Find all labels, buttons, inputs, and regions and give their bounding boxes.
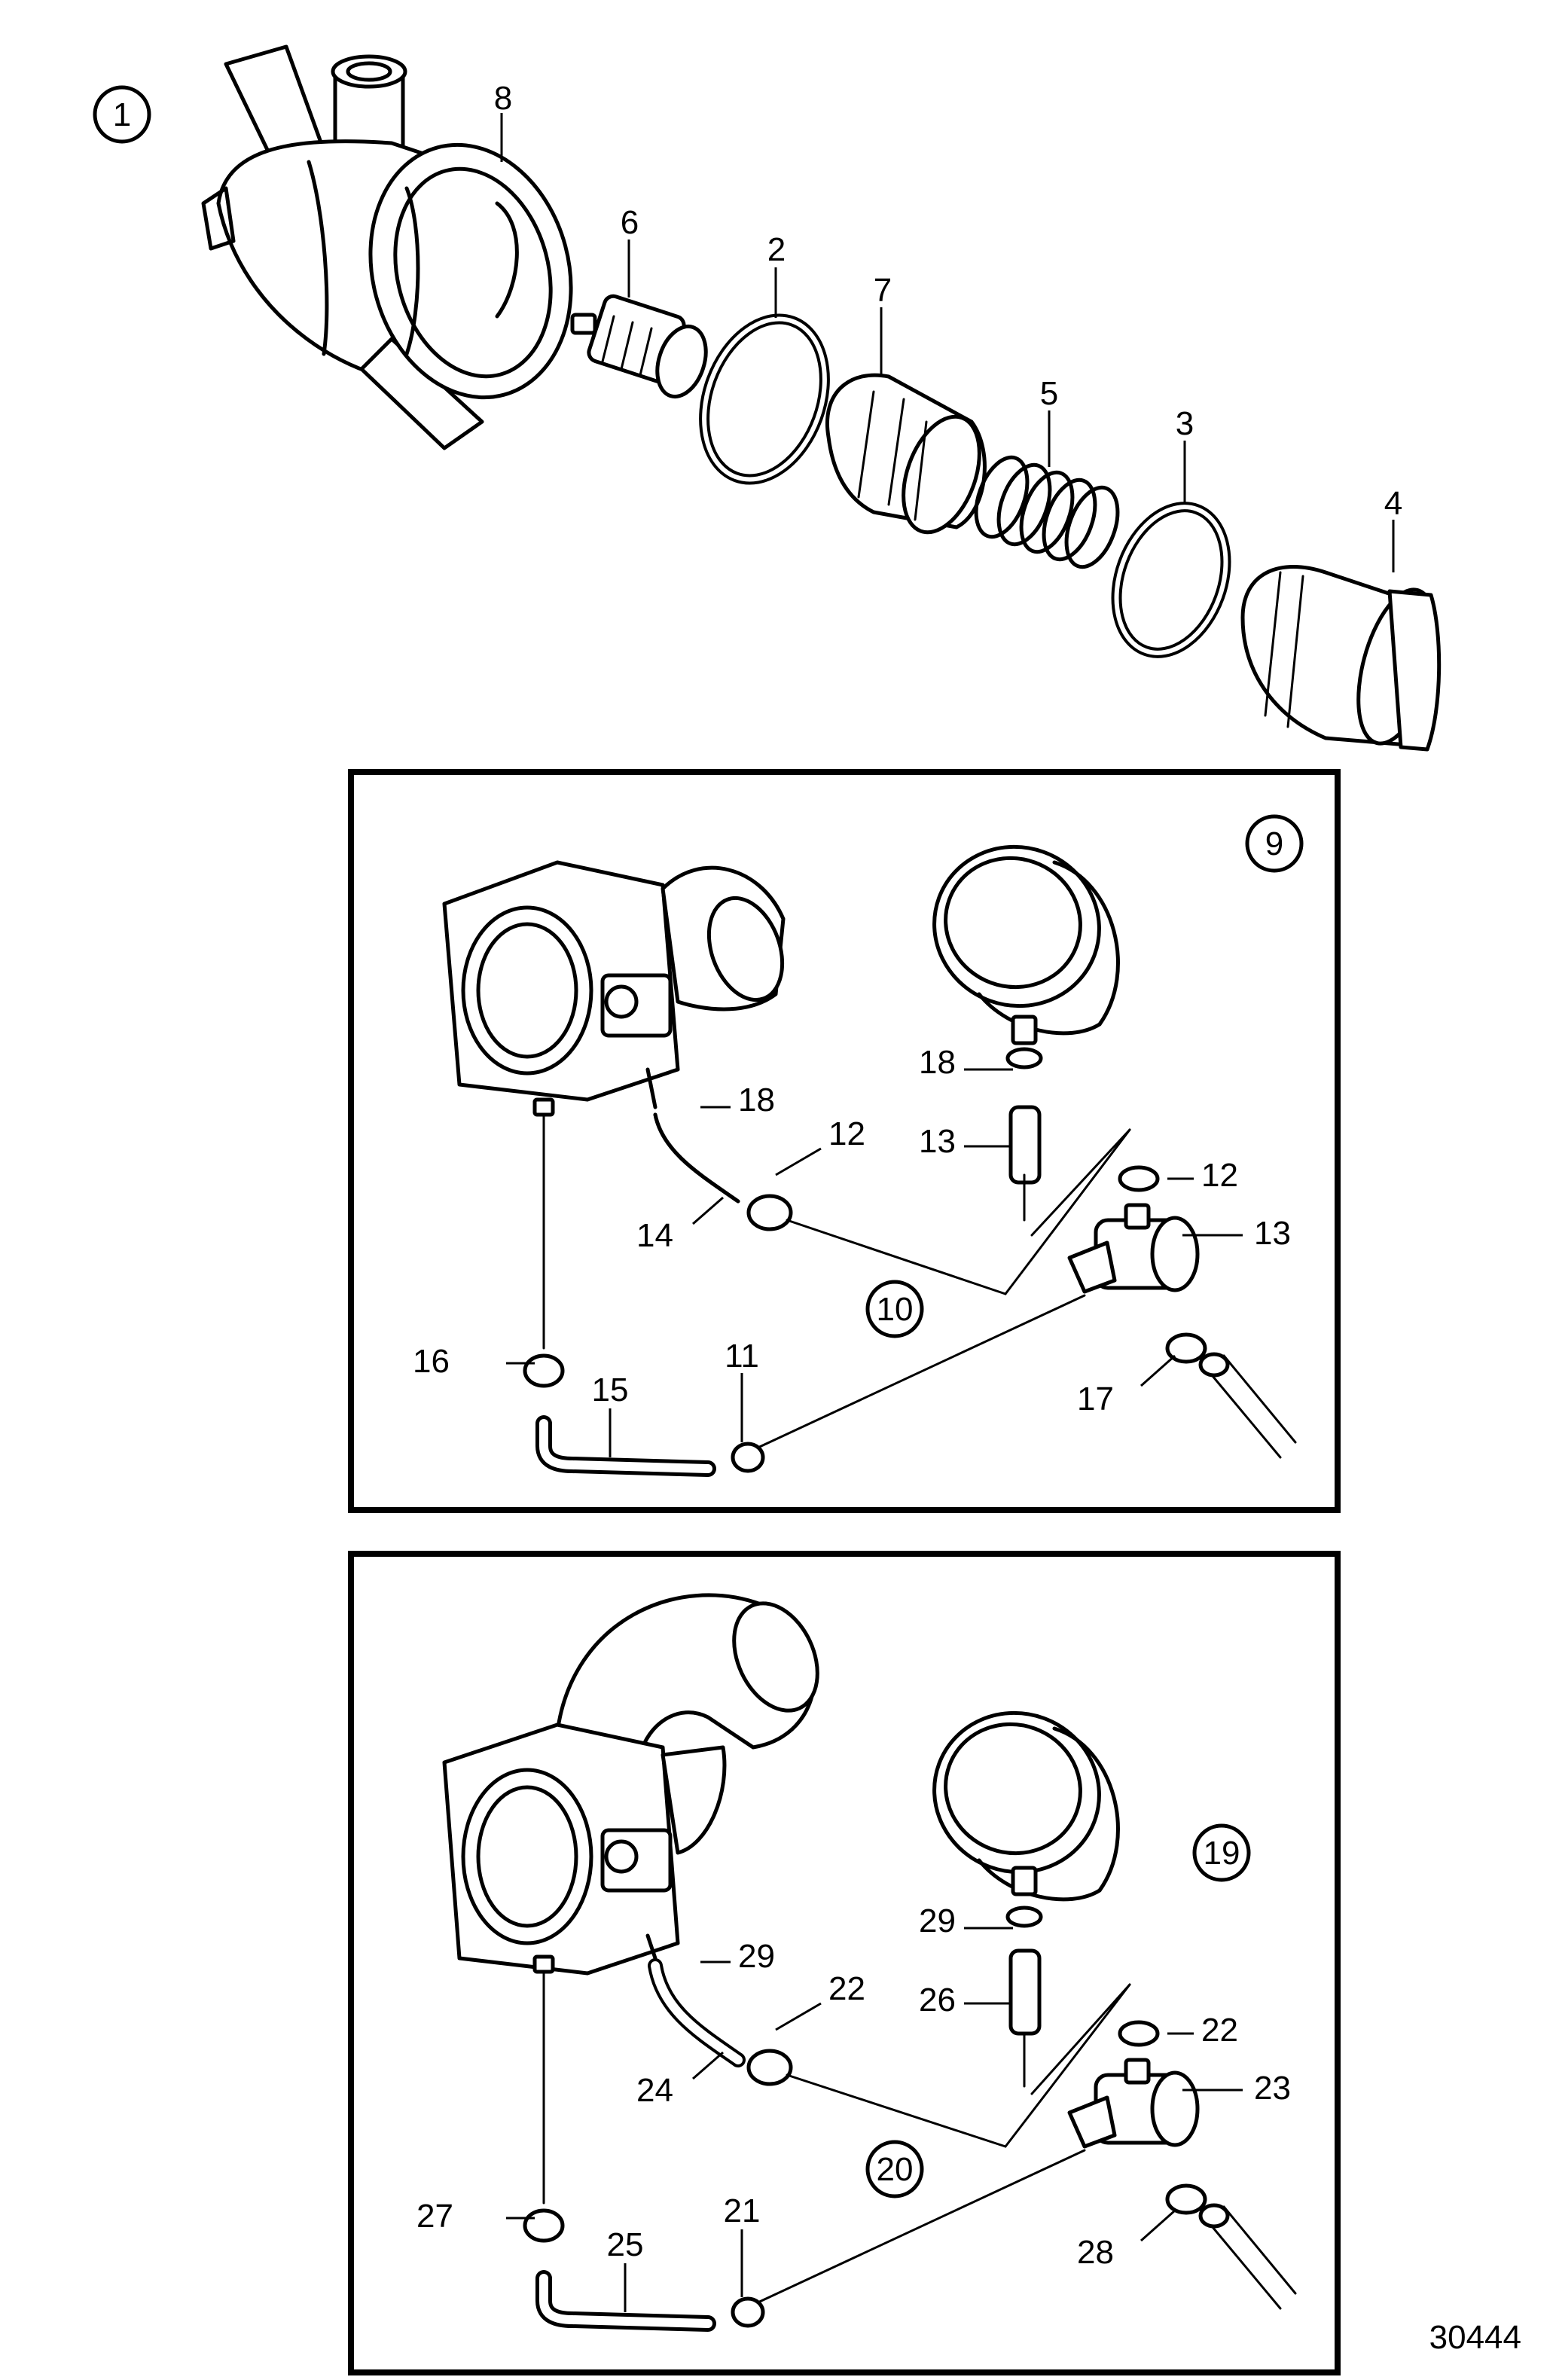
callout-21: 21	[724, 2192, 761, 2229]
valve-panel-19	[1067, 2058, 1200, 2149]
callout-11: 11	[725, 1338, 759, 1375]
o-ring-part-3	[1111, 502, 1231, 658]
o-ring-part-2	[699, 313, 830, 485]
group-circle-19	[1192, 1823, 1251, 1882]
panel-9: 9	[348, 769, 1341, 1513]
callout-18a: 18	[738, 1082, 775, 1118]
valve-panel-9	[1067, 1203, 1200, 1294]
hose-connector-panel-19	[932, 1710, 1120, 1902]
callout-10: 10	[877, 1291, 914, 1328]
callout-26: 26	[919, 1982, 956, 2018]
callout-1: 1	[113, 96, 131, 133]
callout-14: 14	[636, 1217, 673, 1254]
group-circle-9	[1245, 814, 1304, 873]
panel-19: 19	[348, 1551, 1341, 2375]
hose-connector-panel-9	[932, 844, 1120, 1045]
callout-19: 19	[1204, 1835, 1240, 1872]
callout-25: 25	[607, 2226, 644, 2263]
callout-17: 17	[1077, 1381, 1114, 1417]
callout-23: 23	[1254, 2070, 1291, 2107]
callout-13a: 13	[919, 1123, 956, 1160]
panel-9-frame	[348, 769, 1341, 1513]
callout-5: 5	[1040, 375, 1058, 412]
panel-19-frame	[348, 1551, 1341, 2375]
callout-4: 4	[1384, 485, 1402, 522]
insert-part-7	[825, 373, 987, 535]
callout-8: 8	[494, 80, 512, 117]
callout-22b: 22	[1201, 2012, 1238, 2049]
callout-3: 3	[1176, 405, 1194, 442]
callout-13b: 13	[1254, 1215, 1291, 1252]
group-circle-1	[93, 85, 151, 144]
throttle-body-panel-9	[442, 860, 786, 1102]
cap-part-4	[1240, 565, 1442, 752]
group-circle-10	[865, 1280, 924, 1338]
spring-part-5	[974, 455, 1120, 569]
callout-7: 7	[874, 272, 892, 309]
callout-16: 16	[413, 1343, 450, 1380]
housing-part-8	[201, 44, 573, 450]
callout-12b: 12	[1201, 1157, 1238, 1194]
callout-27: 27	[416, 2198, 453, 2235]
group-circle-20	[865, 2140, 924, 2198]
callout-29a: 29	[738, 1938, 775, 1975]
callout-22a: 22	[828, 1970, 865, 2007]
callout-2: 2	[767, 231, 786, 268]
top-exploded-assembly: 1 8 6	[93, 44, 1442, 752]
callout-9: 9	[1265, 825, 1283, 862]
callout-29b: 29	[919, 1902, 956, 1939]
callout-15: 15	[592, 1372, 629, 1408]
callout-24: 24	[636, 2072, 673, 2109]
callout-12a: 12	[828, 1115, 865, 1152]
drawing-number: 30444	[1429, 2319, 1521, 2356]
callout-28: 28	[1077, 2234, 1114, 2271]
throttle-body-panel-19	[442, 1593, 819, 1976]
callout-18b: 18	[919, 1044, 956, 1081]
callout-6: 6	[621, 204, 639, 241]
strainer-part-6	[570, 294, 708, 399]
callout-20: 20	[877, 2151, 914, 2188]
